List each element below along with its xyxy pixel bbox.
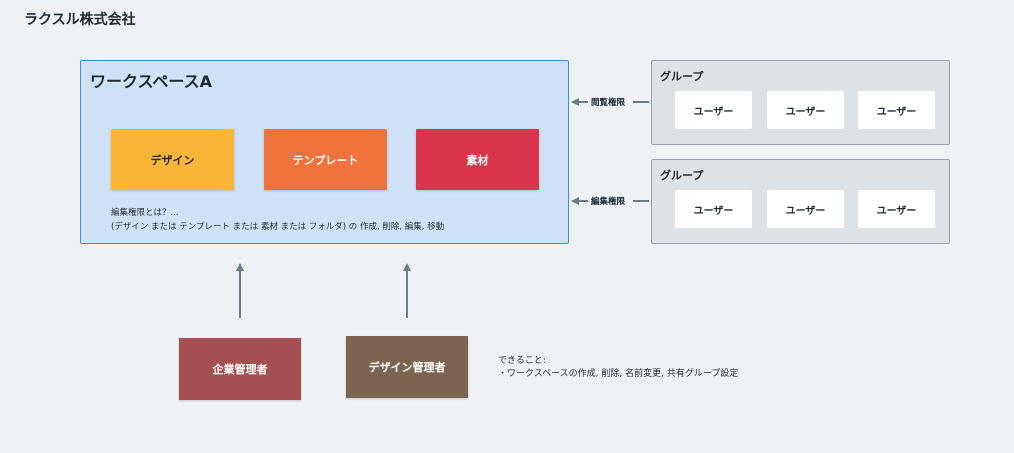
material-tile[interactable]: 素材 <box>416 129 539 190</box>
edit-permission-note: 編集権限とは？... (デザイン または テンプレート または 素材 または フ… <box>111 206 444 234</box>
user-card[interactable]: ユーザー <box>675 190 752 228</box>
group-title: グループ <box>660 70 704 83</box>
workspace-box[interactable]: ワークスペースA デザイン テンプレート 素材 編集権限とは？... (デザイン… <box>80 60 569 244</box>
user-card[interactable]: ユーザー <box>858 91 935 129</box>
design-admin-role[interactable]: デザイン管理者 <box>346 336 468 398</box>
company-name: ラクスル株式会社 <box>24 12 136 28</box>
template-tile[interactable]: テンプレート <box>264 129 387 190</box>
group-box-edit[interactable]: グループ ユーザー ユーザー ユーザー <box>651 159 950 244</box>
user-label: ユーザー <box>785 205 826 217</box>
group-title: グループ <box>660 169 704 182</box>
user-label: ユーザー <box>876 106 917 118</box>
user-card[interactable]: ユーザー <box>858 190 935 228</box>
user-label: ユーザー <box>693 205 734 217</box>
capabilities-title: できること: <box>498 356 546 366</box>
user-label: ユーザー <box>693 106 734 118</box>
company-admin-role[interactable]: 企業管理者 <box>179 338 301 400</box>
user-label: ユーザー <box>785 106 826 118</box>
edit-permission-note-line2: (デザイン または テンプレート または 素材 または フォルダ) の 作成, … <box>111 222 445 232</box>
edit-permission-label: 編集権限 <box>591 197 626 207</box>
material-tile-label: 素材 <box>466 153 489 167</box>
user-card[interactable]: ユーザー <box>675 91 752 129</box>
design-tile-label: デザイン <box>150 153 195 167</box>
user-card[interactable]: ユーザー <box>767 190 844 228</box>
user-label: ユーザー <box>876 205 917 217</box>
design-tile[interactable]: デザイン <box>111 129 234 190</box>
edit-permission-note-line1: 編集権限とは？... <box>111 208 179 218</box>
workspace-title: ワークスペースA <box>90 72 212 91</box>
design-admin-label: デザイン管理者 <box>368 361 446 374</box>
view-permission-label: 閲覧権限 <box>591 98 626 108</box>
user-card[interactable]: ユーザー <box>767 91 844 129</box>
group-box-view[interactable]: グループ ユーザー ユーザー ユーザー <box>651 60 950 145</box>
capabilities-item: ・ワークスペースの作成, 削除, 名前変更, 共有グループ設定 <box>498 369 739 379</box>
company-admin-label: 企業管理者 <box>212 363 268 376</box>
template-tile-label: テンプレート <box>292 153 359 167</box>
